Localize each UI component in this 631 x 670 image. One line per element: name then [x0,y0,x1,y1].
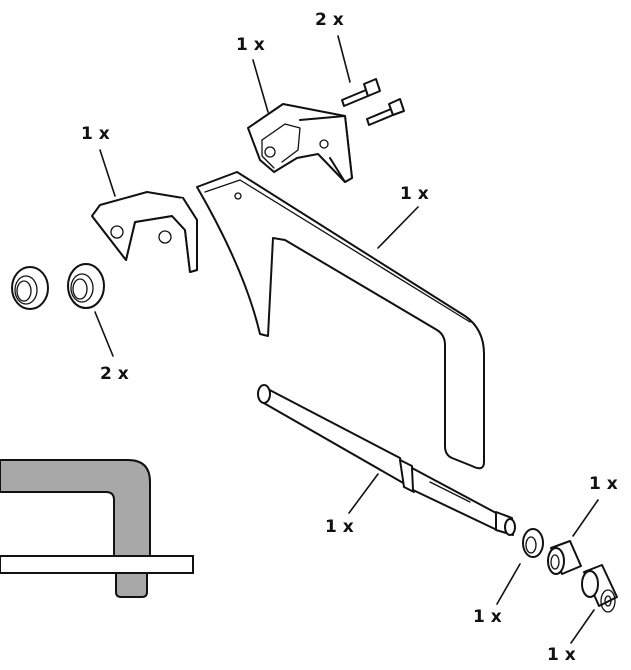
angle-plate-quantity-label: 1 x [81,124,110,144]
detail-inset-bracket [0,459,194,598]
ring-washer-icon [522,528,544,558]
sleeve-b-quantity-label: 1 x [547,645,576,665]
bolt-icon [341,78,381,107]
frame-plate-quantity-label: 1 x [400,184,429,204]
bushings-quantity-label: 2 x [100,364,129,384]
sleeve-icon [581,564,618,613]
sleeve-icon [547,540,582,575]
shaft-icon [257,384,516,536]
leader-lines [94,35,599,644]
bushing-icon [11,266,49,310]
shaft-quantity-label: 1 x [325,517,354,537]
bolts-quantity-label: 2 x [315,10,344,30]
frame-plate-icon [196,171,485,470]
bushing-icon [67,263,105,309]
bushing-pair [11,263,105,310]
sleeve-a-quantity-label: 1 x [589,474,618,494]
hinge-bracket-icon [247,103,353,183]
bolt-icon [366,98,405,126]
ring-washer-quantity-label: 1 x [473,607,502,627]
hinge-bracket-quantity-label: 1 x [236,35,265,55]
bolt-pair [341,78,405,126]
angle-plate-icon [91,191,198,273]
